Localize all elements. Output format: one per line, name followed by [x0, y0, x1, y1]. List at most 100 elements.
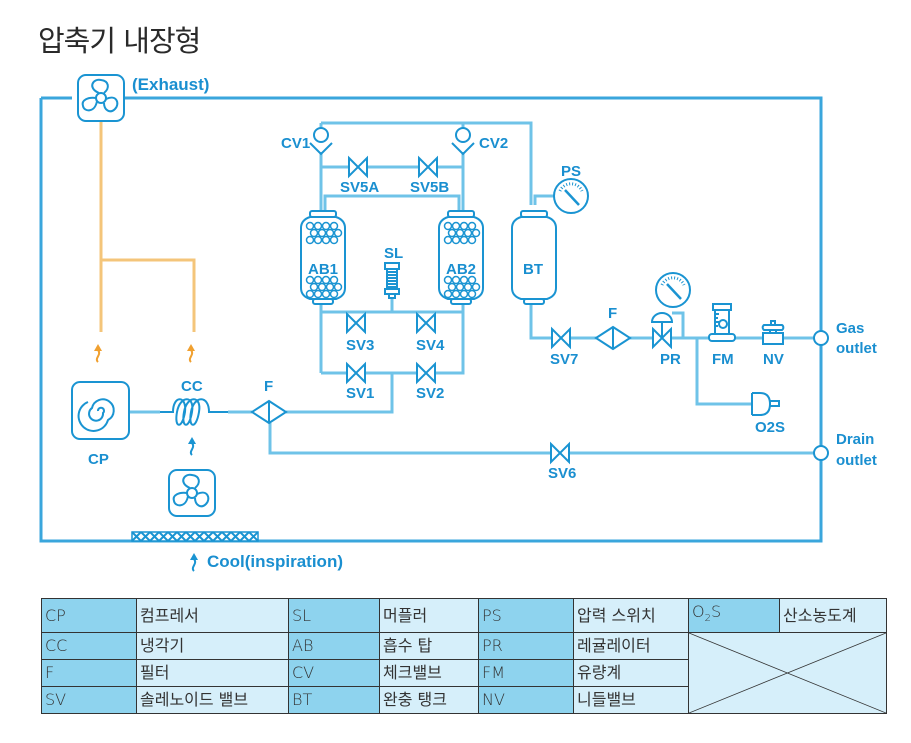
cooling-coil-icon: [160, 398, 228, 426]
legend-key: AB: [288, 632, 380, 661]
solenoid-valve-icon: [346, 313, 366, 333]
legend-key: PR: [478, 632, 574, 661]
enclosure-frame: [39, 96, 823, 543]
cross-mark: [689, 633, 886, 713]
legend-value: 유량계: [573, 659, 689, 688]
pipe-ps: [533, 194, 554, 205]
gas-outlet-label-1: Gas: [836, 320, 864, 337]
pr-label: PR: [660, 351, 681, 368]
legend-value: 니들밸브: [573, 686, 689, 715]
pipe-pr-gauge: [672, 311, 685, 338]
ps-label: PS: [561, 163, 581, 180]
legend-row: CP 컴프레서 SL 머플러 PS 압력 스위치 O2S 산소농도계: [41, 597, 887, 634]
legend-key: SV: [41, 686, 137, 715]
gas-outlet-port: [813, 330, 829, 346]
heat-arrow-icon: [186, 343, 196, 363]
oxygen-sensor-icon: [751, 392, 780, 416]
gas-outlet-label-2: outlet: [836, 340, 877, 357]
legend-value: 완충 탱크: [379, 686, 479, 715]
fm-label: FM: [712, 351, 734, 368]
check-valve-icon: [451, 127, 475, 155]
cooling-fan-icon: [168, 469, 216, 517]
legend-key: SL: [288, 597, 380, 634]
cp-label: CP: [88, 451, 109, 468]
needle-valve-icon: [761, 320, 785, 345]
solenoid-valve-icon: [348, 157, 368, 177]
flow-diagram: (Exhaust) CP CC Cool(inspiration) F CV1 …: [39, 74, 877, 572]
legend-row: CC 냉각기 AB 흡수 탑 PR 레귤레이터: [41, 632, 887, 715]
exhaust-duct: [99, 122, 196, 332]
solenoid-valve-icon: [418, 157, 438, 177]
cool-label: Cool(inspiration): [207, 552, 343, 571]
exhaust-label: (Exhaust): [132, 75, 209, 94]
pipe-filter-sv: [286, 373, 394, 414]
sv5b-label: SV5B: [410, 179, 449, 196]
cc-label: CC: [181, 378, 203, 395]
legend-key-o2s: O2S: [688, 597, 780, 634]
drain-outlet-label-2: outlet: [836, 452, 877, 469]
legend-value: 레귤레이터: [573, 632, 689, 661]
legend-row: SV 솔레노이드 밸브 BT 완충 탱크 NV 니들밸브: [41, 686, 887, 715]
legend-empty-cell: [688, 632, 887, 715]
legend-key: NV: [478, 686, 574, 715]
drain-outlet-port: [813, 445, 829, 461]
exhaust-fan-icon: [77, 74, 125, 122]
legend-row: F 필터 CV 체크밸브 FM 유량계: [41, 659, 887, 688]
legend-value: 압력 스위치: [573, 597, 689, 634]
page-title: 압축기 내장형: [38, 24, 201, 58]
sv6-label: SV6: [548, 465, 576, 482]
silencer-icon: [384, 262, 400, 299]
sv1-label: SV1: [346, 385, 374, 402]
legend-value: 머플러: [379, 597, 479, 634]
pipe-sv3-sv4: [319, 304, 465, 373]
solenoid-valve-icon: [551, 328, 571, 348]
pipe-o2s: [695, 338, 752, 406]
cool-inlet-arrow-icon: [189, 552, 199, 572]
legend-value: 산소농도계: [779, 597, 887, 634]
pressure-switch-icon: [552, 177, 590, 215]
pipe-drain: [268, 423, 814, 455]
legend-value: 솔레노이드 밸브: [136, 686, 289, 715]
legend-value: 흡수 탑: [379, 632, 479, 661]
sv7-label: SV7: [550, 351, 578, 368]
filter-icon: [595, 326, 631, 350]
sv5a-label: SV5A: [340, 179, 379, 196]
legend-key: F: [41, 659, 137, 688]
solenoid-valve-icon: [416, 313, 436, 333]
cv1-label: CV1: [281, 135, 310, 152]
f2-label: F: [608, 305, 617, 322]
legend-key: FM: [478, 659, 574, 688]
legend-value: 체크밸브: [379, 659, 479, 688]
legend-value: 냉각기: [136, 632, 289, 661]
sv4-label: SV4: [416, 337, 445, 354]
pipe-ab-cross: [323, 194, 461, 210]
sv2-label: SV2: [416, 385, 444, 402]
solenoid-valve-icon: [346, 363, 366, 383]
flowmeter-icon: [708, 303, 736, 342]
ab2-label: AB2: [446, 261, 476, 278]
bt-label: BT: [523, 261, 543, 278]
pipe-sv1-sv2: [321, 312, 465, 375]
legend-table: CP 컴프레서 SL 머플러 PS 압력 스위치 O2S 산소농도계 CC 냉각…: [41, 597, 887, 715]
regulator-gauge-icon: [654, 271, 692, 309]
legend-key: PS: [478, 597, 574, 634]
compressor-icon: [71, 381, 130, 440]
intake-grille: [131, 531, 259, 542]
drain-outlet-label-1: Drain: [836, 431, 874, 448]
filter-icon: [251, 400, 287, 424]
f1-label: F: [264, 378, 273, 395]
sv3-label: SV3: [346, 337, 374, 354]
check-valve-icon: [309, 127, 333, 155]
ab1-label: AB1: [308, 261, 338, 278]
regulator-icon: [650, 312, 674, 348]
cv2-label: CV2: [479, 135, 508, 152]
legend-key: CC: [41, 632, 137, 661]
pipe-top-cv: [321, 121, 533, 205]
legend-value: 컴프레서: [136, 597, 289, 634]
buffer-tank-icon: [511, 210, 557, 305]
solenoid-valve-icon: [416, 363, 436, 383]
legend-key: CP: [41, 597, 137, 634]
solenoid-valve-icon: [550, 443, 570, 463]
legend-key: BT: [288, 686, 380, 715]
cool-arrow-icon: [187, 436, 197, 456]
